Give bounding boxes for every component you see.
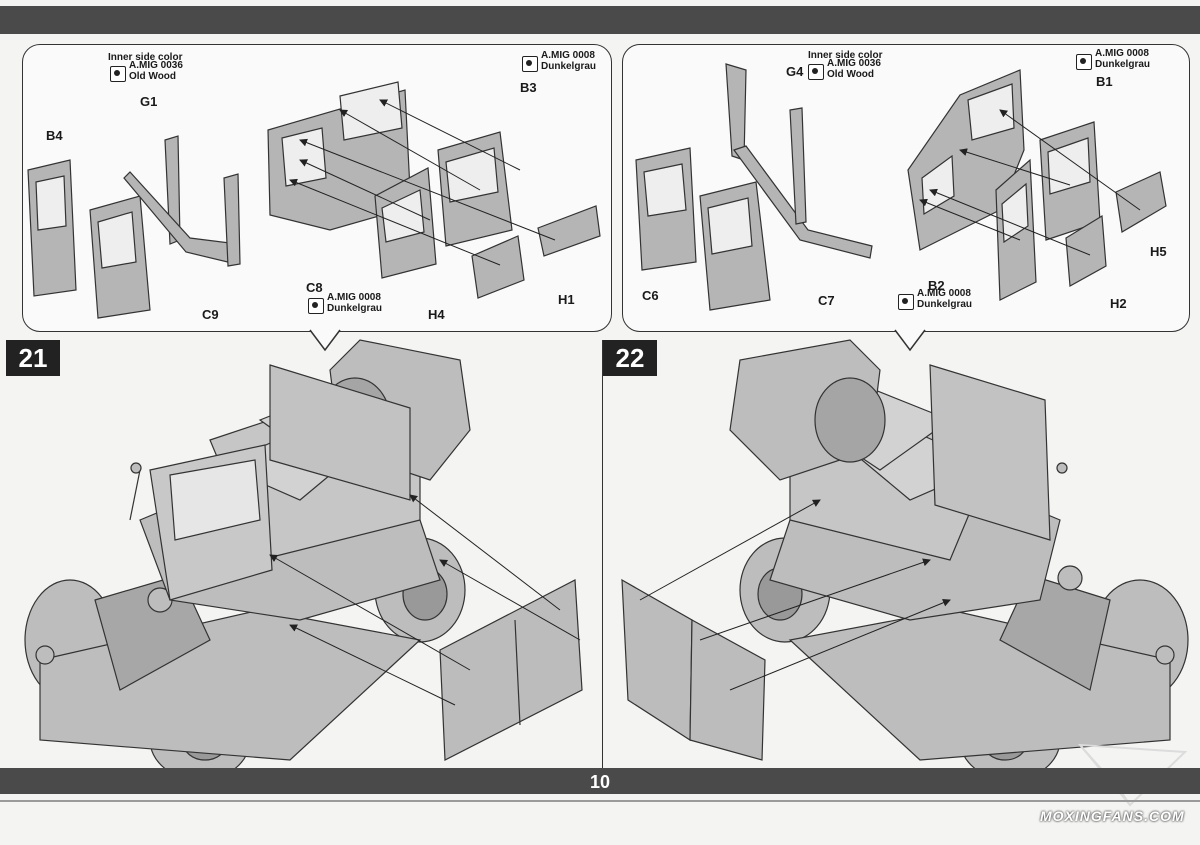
part-label-c6: C6	[642, 288, 659, 303]
paint-brush-icon	[522, 56, 538, 72]
watermark-text: MOXINGFANS.COM	[1040, 808, 1185, 824]
part-label-c7: C7	[818, 293, 835, 308]
part-label-h2: H2	[1110, 296, 1127, 311]
step22-door-left	[621, 578, 693, 742]
part-h4-panel	[471, 235, 525, 299]
paint-brush-icon	[308, 298, 324, 314]
paint-brush-icon	[1076, 54, 1092, 70]
step-number-21: 21	[6, 340, 60, 376]
part-label-b4: B4	[46, 128, 63, 143]
part-label-g4: G4	[786, 64, 804, 79]
part-label-h4: H4	[428, 307, 445, 322]
part-label-b3: B3	[520, 80, 537, 95]
part-label-b1: B1	[1096, 74, 1113, 89]
part-label-c9: C9	[202, 307, 219, 322]
part-label-h1: H1	[558, 292, 575, 307]
step-number-22: 22	[603, 340, 657, 376]
part-h2-panel	[1065, 214, 1107, 287]
page-number: 10	[589, 772, 611, 792]
paint-brush-icon	[808, 64, 824, 80]
step-divider	[602, 340, 603, 768]
part-h5-panel	[1115, 171, 1167, 233]
part-label-b2: B2	[928, 278, 945, 293]
paint-brush-icon	[898, 294, 914, 310]
top-header-bar	[0, 6, 1200, 34]
footer-divider	[0, 800, 1200, 802]
paint-brush-icon	[110, 66, 126, 82]
inner-side-color-label: Inner side color	[108, 52, 183, 63]
part-label-c8: C8	[306, 280, 323, 295]
part-g4-frame	[725, 63, 747, 161]
inner-side-color-label: Inner side color	[808, 50, 883, 61]
step21-door-assembly	[439, 579, 583, 761]
part-label-g1: G1	[140, 94, 158, 109]
part-h1-panel	[537, 205, 601, 257]
part-label-h5: H5	[1150, 244, 1167, 259]
step22-door-right	[689, 618, 766, 761]
footer-bar	[0, 768, 1200, 794]
